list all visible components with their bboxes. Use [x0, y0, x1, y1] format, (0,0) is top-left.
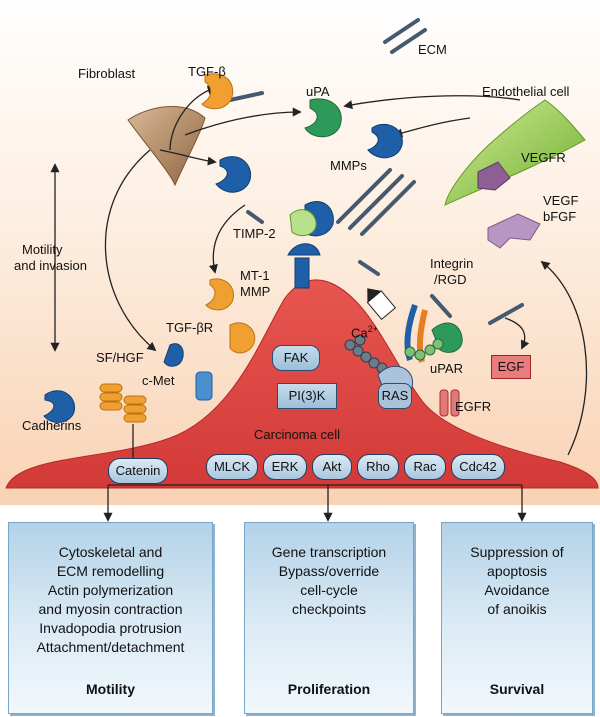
integrin-label: Integrin: [430, 256, 474, 271]
outcome-proliferation-box: Gene transcription Bypass/override cell-…: [244, 522, 414, 714]
upar-label: uPAR: [430, 361, 463, 376]
egfr-label: EGFR: [455, 399, 492, 414]
upa-label: uPA: [306, 84, 330, 99]
bfgf-label: bFGF: [543, 209, 577, 224]
outcome-motility-line: Actin polymerization: [47, 582, 174, 598]
signal-rho: Rho: [357, 454, 399, 480]
outcome-motility-line: and myosin contraction: [38, 601, 183, 617]
tgf-beta-r-ligand: [205, 278, 234, 311]
outcome-proliferation-line: Gene transcription: [271, 544, 387, 560]
upa-protein: [304, 98, 342, 138]
pi3k-box: PI(3)K: [277, 383, 337, 409]
cadherins-label: Cadherins: [22, 418, 82, 433]
ecm-label: ECM: [418, 42, 447, 57]
calcium-channel: [366, 288, 397, 321]
outcome-survival-lines: Suppression of apoptosis Avoidance of an…: [442, 543, 592, 619]
outcome-proliferation-line: checkpoints: [292, 601, 366, 617]
carcinoma-cell-label: Carcinoma cell: [254, 427, 340, 442]
calcium-superscript: 2+: [367, 324, 378, 334]
outcome-motility-line: Invadopodia protrusion: [39, 620, 182, 636]
ecm-fibres: [228, 18, 524, 325]
signal-cdc42: Cdc42: [451, 454, 505, 480]
outcome-motility-line: ECM remodelling: [56, 563, 165, 579]
fibroblast-shape: [127, 106, 206, 187]
outcome-motility-line: Attachment/detachment: [36, 639, 185, 655]
outcome-survival-line: Suppression of: [470, 544, 564, 560]
mt1-mmp-receptor: [287, 243, 321, 289]
fibroblast-label: Fibroblast: [78, 66, 136, 81]
ras-beads: [344, 334, 388, 374]
outcome-motility-box: Cytoskeletal and ECM remodelling Actin p…: [8, 522, 213, 714]
mmps-label: MMPs: [330, 158, 367, 173]
timp2-protein: [289, 209, 317, 237]
outcome-proliferation-line: Bypass/override: [278, 563, 380, 579]
ras-box: RAS: [378, 383, 412, 409]
vegfr-label: VEGFR: [521, 150, 566, 165]
integrin-complex: [404, 304, 463, 363]
tgf-beta-label: TGF-β: [188, 64, 226, 79]
outcome-proliferation-title: Proliferation: [287, 681, 371, 697]
catenin-pill: Catenin: [108, 458, 168, 484]
sf-hgf-label: SF/HGF: [96, 350, 144, 365]
rgd-label: /RGD: [434, 272, 467, 287]
outcome-motility-lines: Cytoskeletal and ECM remodelling Actin p…: [9, 543, 212, 657]
c-met-label: c-Met: [142, 373, 175, 388]
endothelial-cell-label: Endothelial cell: [482, 84, 570, 99]
timp2-label: TIMP-2: [233, 226, 276, 241]
egf-box: EGF: [491, 355, 531, 379]
tgf-beta-r-receptor: [229, 322, 256, 354]
signal-mlck: MLCK: [206, 454, 258, 480]
outcome-survival-line: apoptosis: [487, 563, 547, 579]
outcome-survival-line: of anoikis: [487, 601, 547, 617]
cadherin-shapes: [43, 383, 147, 460]
outcome-motility-line: Cytoskeletal and: [58, 544, 163, 560]
vegfr-receptor: [477, 161, 511, 191]
signal-akt: Akt: [312, 454, 352, 480]
outcome-proliferation-lines: Gene transcription Bypass/override cell-…: [245, 543, 413, 619]
calcium-text: Ca: [351, 325, 368, 341]
outcome-proliferation-line: cell-cycle: [300, 582, 358, 598]
motility-invasion-label-1: Motility: [22, 242, 63, 257]
outcome-survival-line: Avoidance: [484, 582, 550, 598]
motility-invasion-label-2: and invasion: [14, 258, 87, 273]
c-met-receptor: [195, 371, 213, 401]
mmp-label: MMP: [240, 284, 271, 299]
tgf-beta-ligand: [201, 73, 234, 110]
vegf-ligand: [487, 213, 541, 249]
signal-erk: ERK: [263, 454, 307, 480]
outcome-survival-box: Suppression of apoptosis Avoidance of an…: [441, 522, 593, 714]
calcium-label: Ca2+: [351, 322, 378, 340]
outcome-survival-title: Survival: [489, 681, 545, 697]
signal-arrows: [50, 85, 588, 522]
signal-rac: Rac: [404, 454, 446, 480]
tgf-beta-r-label: TGF-βR: [166, 320, 214, 335]
vegf-label: VEGF: [543, 193, 579, 208]
fak-box: FAK: [272, 345, 320, 371]
mt1-label: MT-1: [240, 268, 270, 283]
egfr-receptor: [439, 389, 460, 417]
outcome-motility-title: Motility: [86, 681, 135, 697]
